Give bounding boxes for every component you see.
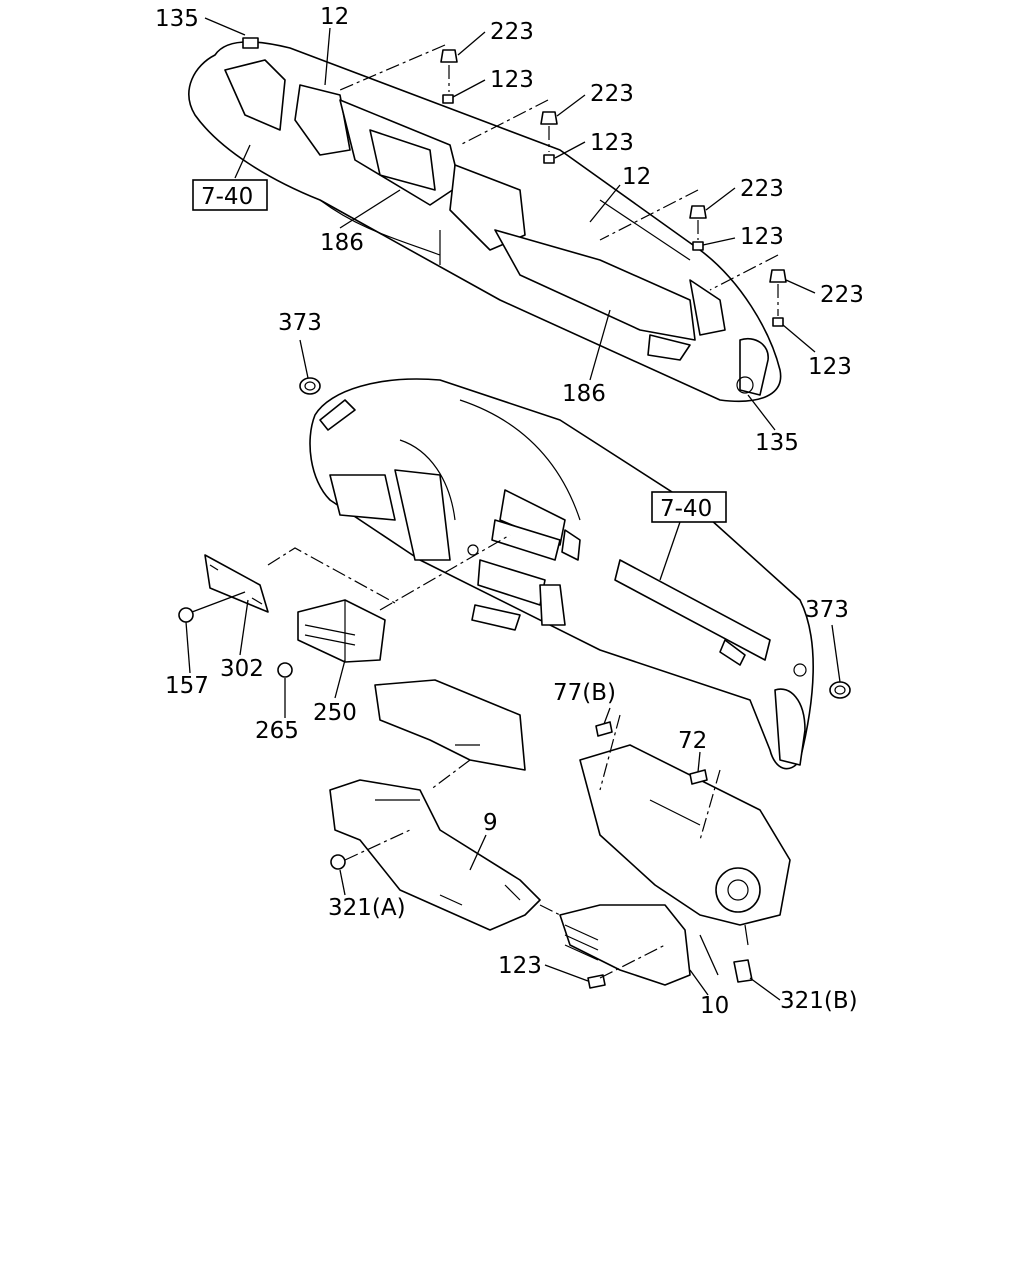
grommet-373-right (829, 681, 851, 699)
callout-265: 265 (255, 718, 299, 744)
callout-77b: 77(B) (553, 680, 616, 706)
callout-223-3: 223 (740, 176, 784, 202)
callout-135-top: 135 (155, 6, 199, 32)
bolt-icon (595, 721, 613, 737)
clip-nut-icon (540, 111, 558, 125)
callout-12-mid: 12 (622, 164, 651, 190)
callout-186-left: 186 (320, 230, 364, 256)
callout-321b: 321(B) (780, 988, 858, 1014)
callout-135-bottom: 135 (755, 430, 799, 456)
callout-223-4: 223 (820, 282, 864, 308)
bolt-icon (689, 769, 708, 785)
callout-321a: 321(A) (328, 895, 406, 921)
control-unit-250 (297, 599, 386, 663)
screw-157 (178, 607, 194, 623)
lower-duct-9 (329, 779, 541, 931)
callout-9: 9 (483, 810, 498, 836)
reference-7-40-mid: 7-40 (660, 496, 712, 522)
assembly-lines-lower (267, 534, 721, 979)
assembly-lines-upper (339, 44, 779, 316)
clip-nut-icon (689, 205, 707, 219)
nut-icon (330, 854, 346, 870)
screw-icon (692, 241, 704, 251)
callout-373-right: 373 (805, 597, 849, 623)
callout-223-1: 223 (490, 19, 534, 45)
callout-123-4: 123 (808, 354, 852, 380)
screw-265 (277, 662, 293, 678)
lower-duct-upper-section (374, 679, 526, 771)
reference-box-top (192, 179, 268, 211)
screw-icon (772, 317, 784, 327)
callout-12-top: 12 (320, 4, 349, 30)
reference-7-40-top: 7-40 (201, 184, 253, 210)
callout-250: 250 (313, 700, 357, 726)
screw-icon (442, 94, 454, 104)
callout-302: 302 (220, 656, 264, 682)
leader-lines (185, 17, 841, 1001)
callout-123-bottom: 123 (498, 953, 542, 979)
callout-123-3: 123 (740, 224, 784, 250)
fastener-icons-lower (330, 721, 708, 989)
callout-186-right: 186 (562, 381, 606, 407)
grommet-373-left (299, 377, 321, 395)
callout-123-2: 123 (590, 130, 634, 156)
callout-123-1: 123 (490, 67, 534, 93)
callout-10: 10 (700, 993, 729, 1019)
clip-nut-icon (769, 269, 787, 283)
callout-157: 157 (165, 673, 209, 699)
module-302 (204, 554, 269, 613)
clip-nut-icon (440, 49, 458, 63)
callout-72: 72 (678, 728, 707, 754)
dashboard-panel (309, 378, 814, 770)
lower-duct-10 (559, 904, 691, 986)
reference-box-mid (651, 491, 727, 523)
callout-223-2: 223 (590, 81, 634, 107)
callout-labels: 135 12 223 123 223 123 12 223 123 223 12… (155, 4, 864, 1019)
upper-duct-assembly (188, 37, 782, 402)
screw-icon (543, 154, 555, 164)
bracket-321b (733, 959, 753, 983)
callout-373-left: 373 (278, 310, 322, 336)
fastener-icons-upper (440, 49, 787, 327)
